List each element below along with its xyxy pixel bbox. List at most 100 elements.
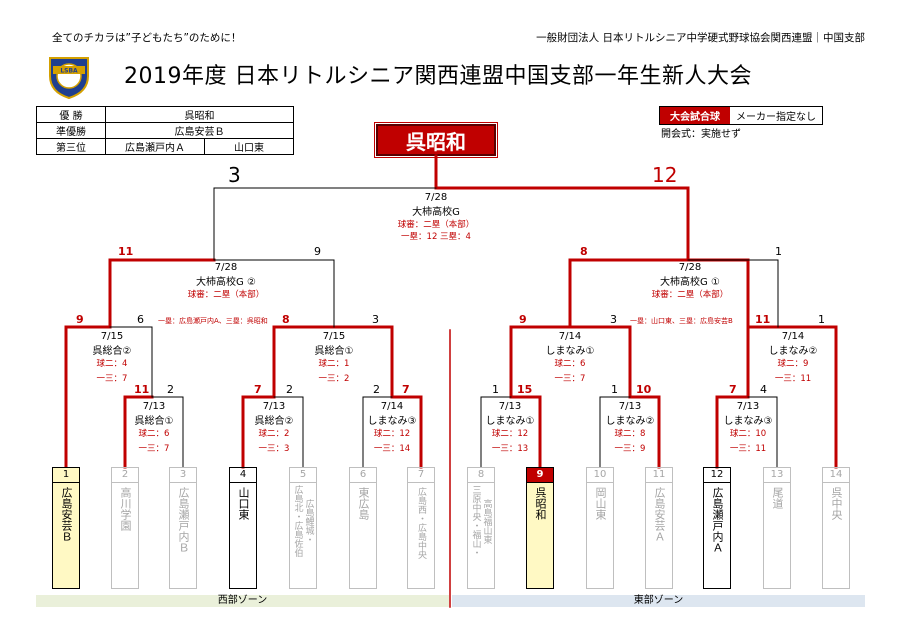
match-date: 7/13 <box>498 401 522 412</box>
team-number: 4 <box>230 468 256 483</box>
match-note: 一三：7 <box>138 444 170 454</box>
team-number: 9 <box>527 468 553 483</box>
match-umpire: 球二：12 <box>491 429 529 439</box>
team-number: 5 <box>290 468 316 483</box>
first-round-score: 1 <box>492 383 499 396</box>
first-round-info: 7/13 呉総合② 球二：2 一三：3 <box>214 401 334 454</box>
first-round-score: 7 <box>402 383 410 396</box>
semi-score: 9 <box>314 245 321 258</box>
match-date: 7/28 <box>424 192 448 203</box>
first-round-score: 7 <box>254 383 262 396</box>
team-number: 7 <box>408 468 434 483</box>
team-name: 山口東 <box>237 487 250 520</box>
team-number: 14 <box>823 468 849 483</box>
quarter-info: 7/15 呉総合② 球二：4 一三：7 <box>52 331 172 384</box>
team-slot: 2 高川学園 <box>111 467 139 589</box>
match-note: 一三：14 <box>373 444 411 454</box>
quarter-score: 1 <box>818 313 825 326</box>
match-note: 一三：3 <box>258 444 290 454</box>
match-note: 一三：7 <box>96 374 128 384</box>
semi-info: 7/28 大柿高校G ② 球審：二塁（本部） <box>156 262 296 300</box>
ceremony-note: 開会式：実施せず <box>661 129 741 140</box>
match-venue: 呉総合② <box>92 346 132 357</box>
final-info: 7/28 大柿高校G 球審：二塁（本部） 一塁：12 三塁：4 <box>376 192 496 242</box>
team-slot: 7 広島西・広島中央 <box>407 467 435 589</box>
team-slot: 8 三原中央・福山・ 高島福山東 <box>467 467 495 589</box>
match-venue: しまなみ① <box>485 416 535 427</box>
match-umpire: 球審：二塁（本部） <box>651 290 729 300</box>
team-name: 広島瀬戸内Ａ <box>711 487 724 553</box>
result-value: 山口東 <box>204 138 294 155</box>
semi-score: 8 <box>580 245 588 258</box>
quarter-score: 6 <box>137 313 144 326</box>
first-round-score: 1 <box>611 383 618 396</box>
first-round-score: 10 <box>636 383 652 396</box>
team-name: 高島福山東 <box>481 498 492 544</box>
match-date: 7/13 <box>142 401 166 412</box>
first-round-info: 7/13 呉総合① 球二：6 一三：7 <box>94 401 214 454</box>
team-name: 尾道 <box>771 487 784 509</box>
match-ball-value: メーカー指定なし <box>736 112 816 123</box>
match-venue: 大柿高校G ② <box>196 277 256 288</box>
page-title: 2019年度 日本リトルシニア関西連盟中国支部一年生新人大会 <box>124 64 752 89</box>
team-slot: 13 尾道 <box>763 467 791 589</box>
match-umpire: 球二：1 <box>318 359 350 369</box>
first-round-score: 2 <box>286 383 293 396</box>
match-date: 7/13 <box>618 401 642 412</box>
first-round-info: 7/13 しまなみ③ 球二：10 一三：11 <box>688 401 808 454</box>
team-name: 広島鯉城・ <box>303 498 314 544</box>
result-value: 広島瀬戸内Ａ <box>105 138 205 155</box>
team-name: 東広島 <box>357 487 370 520</box>
semi-info: 7/28 大柿高校G ① 球審：二塁（本部） <box>620 262 760 300</box>
match-note: 一三：7 <box>554 374 586 384</box>
team-number: 1 <box>53 468 79 483</box>
match-umpire: 球二：9 <box>777 359 809 369</box>
match-venue: 大柿高校G ① <box>660 277 720 288</box>
semi-score: 11 <box>118 245 134 258</box>
match-umpire: 球審：二塁（本部） <box>397 220 475 230</box>
first-round-score: 4 <box>760 383 767 396</box>
match-date: 7/28 <box>214 262 238 273</box>
match-date: 7/14 <box>781 331 805 342</box>
quarter-score: 9 <box>76 313 84 326</box>
match-note: 一塁：12 三塁：4 <box>401 232 471 242</box>
logo-icon: LSBA <box>49 57 89 100</box>
match-note: 一三：9 <box>614 444 646 454</box>
match-date: 7/13 <box>736 401 760 412</box>
quarter-info: 7/14 しまなみ② 球二：9 一三：11 <box>733 331 853 384</box>
logo-text: LSBA <box>60 68 78 75</box>
team-slot: 11 広島安芸Ａ <box>645 467 673 589</box>
team-slot: 5 広島北・広島佐伯 広島鯉城・ <box>289 467 317 589</box>
match-umpire: 球二：8 <box>614 429 646 439</box>
team-slot: 6 東広島 <box>349 467 377 589</box>
team-number: 6 <box>350 468 376 483</box>
match-umpire: 球二：6 <box>138 429 170 439</box>
match-ball-label: 大会試合球 <box>660 107 730 124</box>
first-round-score: 11 <box>134 383 150 396</box>
quarter-info: 7/15 呉総合① 球二：1 一三：2 <box>274 331 394 384</box>
match-venue: しまなみ① <box>545 346 595 357</box>
match-venue: 呉総合① <box>134 416 174 427</box>
team-number: 3 <box>170 468 196 483</box>
team-number: 11 <box>646 468 672 483</box>
match-date: 7/15 <box>100 331 124 342</box>
team-name: 呉中央 <box>830 487 843 520</box>
team-number: 2 <box>112 468 138 483</box>
quarter-score: 3 <box>610 313 617 326</box>
champion-banner: 呉昭和 <box>374 122 498 158</box>
match-date: 7/13 <box>262 401 286 412</box>
team-number: 10 <box>587 468 613 483</box>
match-note: 一三：13 <box>491 444 529 454</box>
match-venue: 呉総合① <box>314 346 354 357</box>
team-name: 広島瀬戸内Ｂ <box>177 487 190 553</box>
match-umpire: 球二：12 <box>373 429 411 439</box>
match-venue: しまなみ② <box>768 346 818 357</box>
match-date: 7/14 <box>380 401 404 412</box>
quarter-score: 11 <box>755 313 771 326</box>
match-note: 一塁：山口東、三塁：広島安芸B <box>630 317 733 325</box>
first-round-score: 15 <box>517 383 533 396</box>
match-ball-box: 大会試合球 メーカー指定なし <box>659 106 823 125</box>
tagline: 全てのチカラは”子どもたち”のために！ <box>52 32 242 44</box>
team-name: 高川学園 <box>119 487 132 531</box>
